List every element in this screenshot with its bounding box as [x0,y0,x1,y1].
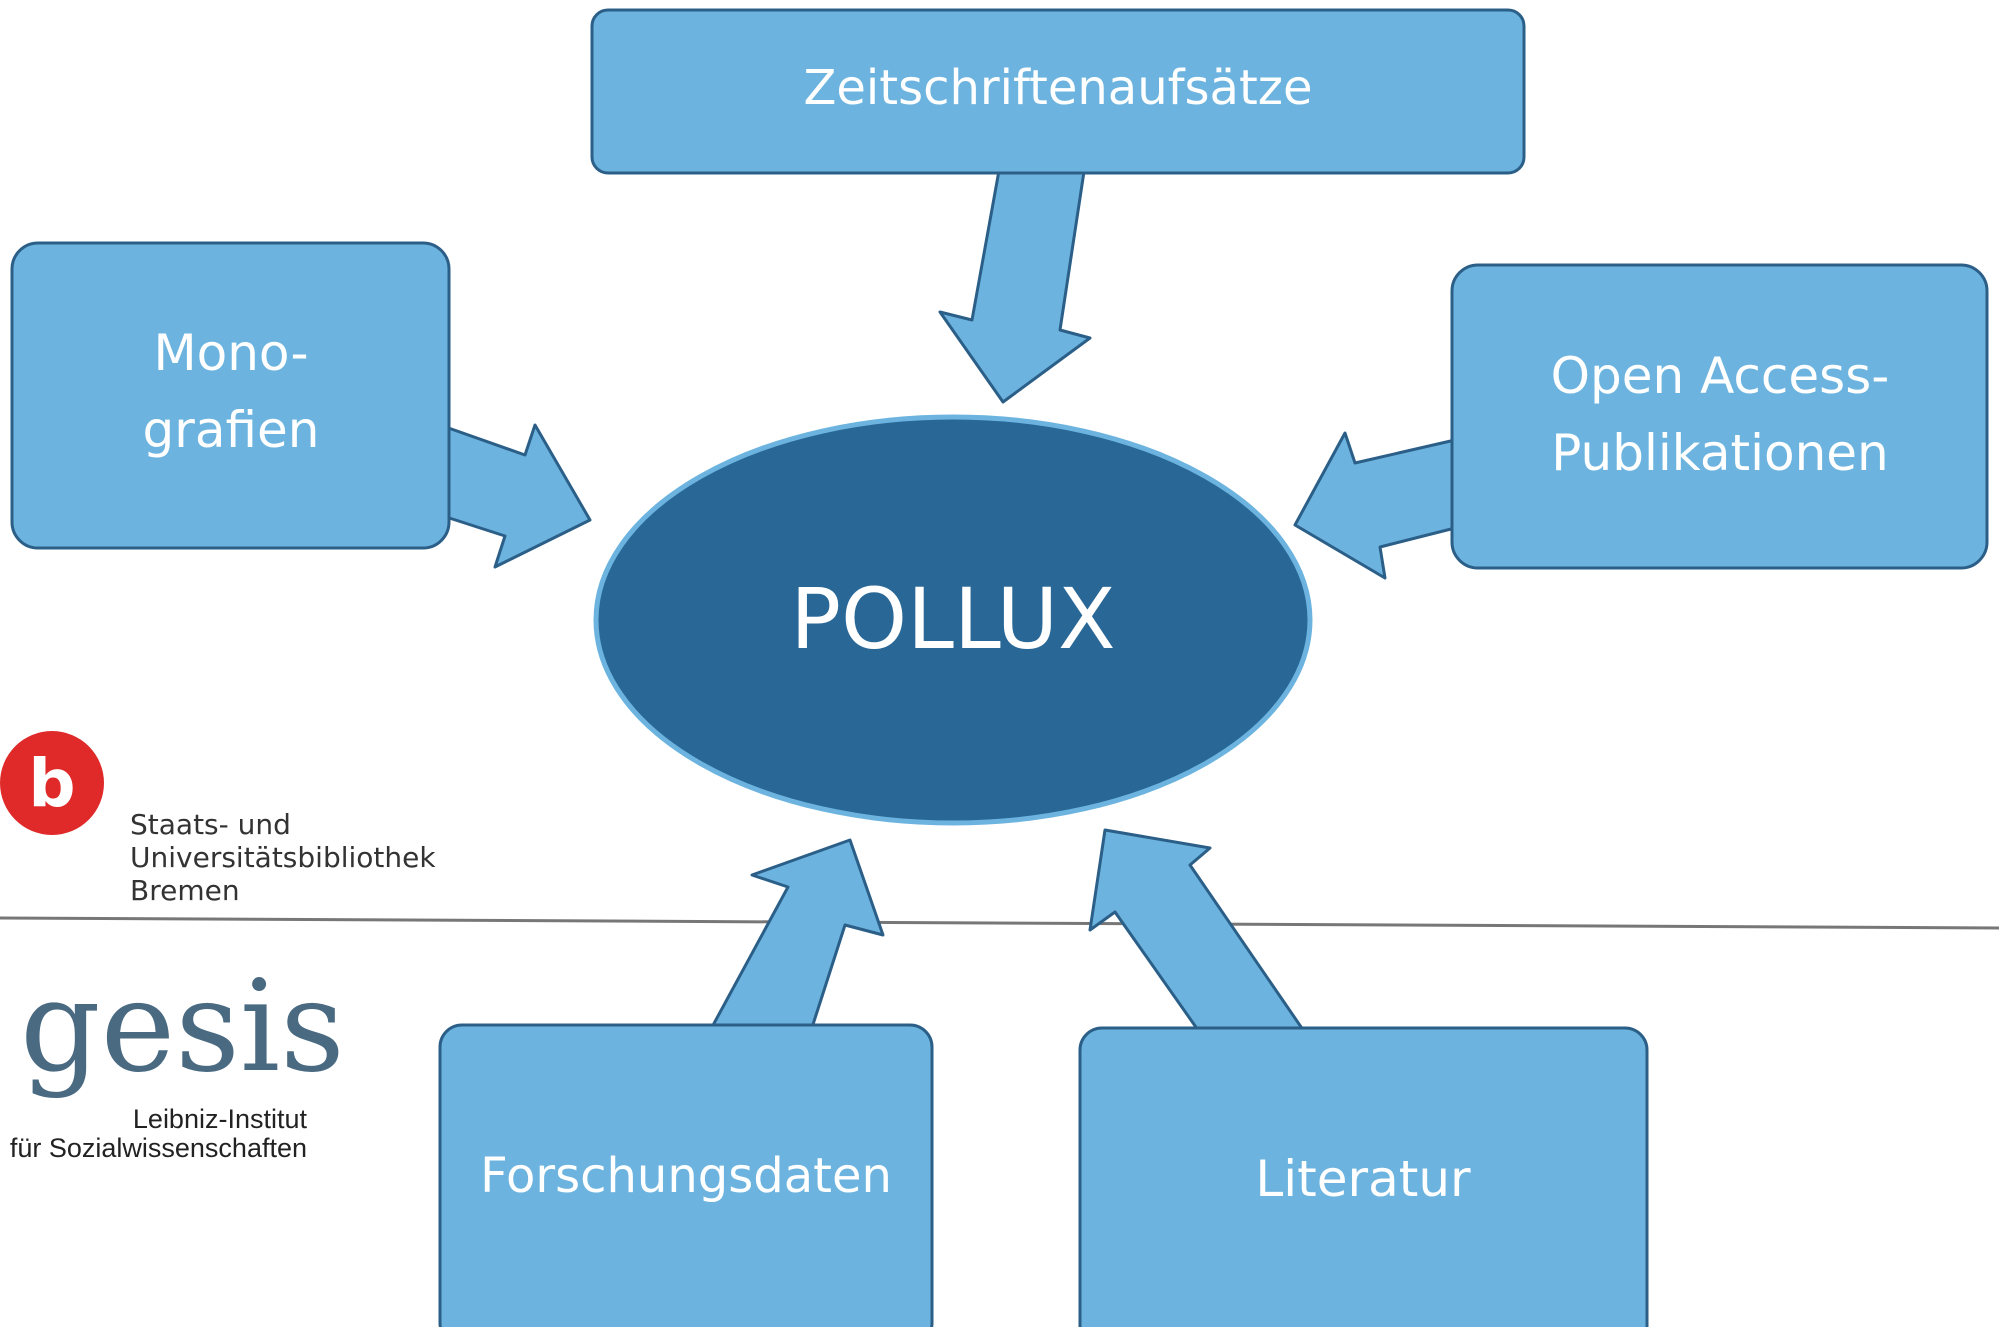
node-monografien: Mono- grafien [10,241,451,550]
node-forschungsdaten: Forschungsdaten [438,1023,934,1327]
node-label: Forschungsdaten [480,1148,892,1204]
gesis-subtitle-line1: Leibniz-Institut [133,1104,308,1134]
arrow-literatur-to-pollux [1088,828,1312,1042]
node-open-access: Open Access- Publikationen [1450,263,1989,570]
node-label: Zeitschriftenaufsätze [804,60,1313,116]
suub-name-line1: Staats- und [130,808,291,841]
gesis-wordmark: gesis [20,953,345,1100]
arrow-forschungsdaten-to-pollux [703,838,885,1042]
suub-bremen-logo: b Staats- und Universitätsbibliothek Bre… [0,731,436,907]
node-label-line1: Open Access- [1551,347,1890,405]
suub-logo-letter: b [28,745,75,822]
center-node-pollux: POLLUX [593,414,1313,826]
divider-line [0,916,1999,930]
node-literatur: Literatur [1078,1026,1649,1327]
suub-name-line3: Bremen [130,874,240,907]
gesis-logo: gesis Leibniz-Institut für Sozialwissens… [10,953,345,1163]
arrow-zeitschriften-to-pollux [938,163,1092,404]
node-label-line2: grafien [143,401,320,459]
arrow-openaccess-to-pollux [1293,431,1457,580]
arrow-monografien-to-pollux [438,423,592,569]
suub-name-line2: Universitätsbibliothek [130,841,436,874]
node-label: Literatur [1255,1150,1471,1208]
suub-logo-circle [0,731,104,835]
node-label-line2: Publikationen [1551,424,1888,482]
center-label: POLLUX [790,570,1115,668]
node-label-line1: Mono- [154,324,309,382]
node-zeitschriftenaufsaetze: Zeitschriftenaufsätze [590,8,1526,175]
gesis-subtitle-line2: für Sozialwissenschaften [10,1133,307,1163]
